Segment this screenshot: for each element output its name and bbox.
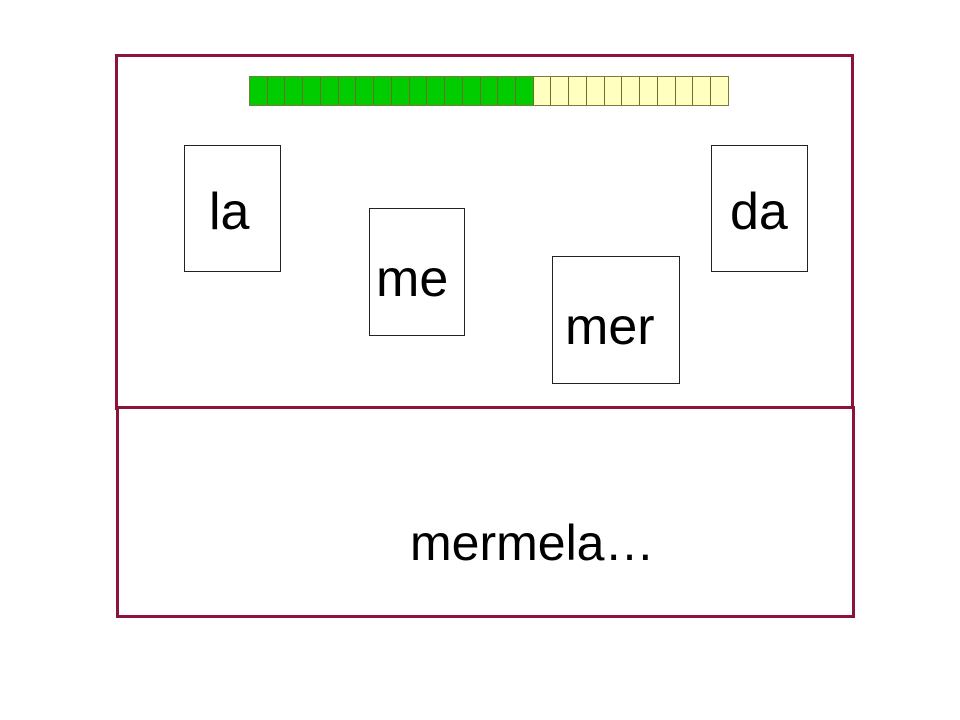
syllable-card-me[interactable]: me [369, 208, 465, 336]
progress-segment-filled [250, 77, 268, 105]
progress-segment-empty [711, 77, 728, 105]
progress-segment-empty [551, 77, 570, 105]
syllable-label: mer [565, 298, 655, 356]
progress-segment-filled [374, 77, 392, 105]
progress-segment-filled [267, 77, 286, 105]
progress-segment-empty [622, 77, 641, 105]
syllable-card-da[interactable]: da [711, 145, 808, 272]
progress-segment-filled [516, 77, 534, 105]
answer-word: mermela… [410, 515, 655, 571]
progress-segment-empty [657, 77, 676, 105]
syllable-label: me [376, 250, 449, 308]
progress-segment-filled [427, 77, 446, 105]
syllable-card-mer[interactable]: mer [552, 256, 680, 384]
progress-segment-empty [693, 77, 712, 105]
progress-segment-filled [356, 77, 375, 105]
progress-bar [249, 76, 729, 106]
progress-segment-empty [675, 77, 694, 105]
syllable-label: da [730, 183, 788, 241]
progress-segment-filled [320, 77, 339, 105]
progress-segment-empty [586, 77, 605, 105]
progress-segment-empty [569, 77, 587, 105]
answer-panel [116, 406, 855, 618]
progress-segment-empty [533, 77, 552, 105]
progress-segment-filled [303, 77, 321, 105]
progress-segment-empty [640, 77, 658, 105]
progress-segment-filled [391, 77, 410, 105]
progress-segment-filled [480, 77, 499, 105]
progress-segment-filled [338, 77, 357, 105]
progress-segment-filled [498, 77, 517, 105]
syllable-label: la [209, 183, 250, 241]
progress-segment-empty [604, 77, 623, 105]
progress-segment-filled [409, 77, 428, 105]
syllable-card-la[interactable]: la [184, 145, 281, 272]
progress-segment-filled [462, 77, 481, 105]
progress-segment-filled [285, 77, 304, 105]
progress-segment-filled [445, 77, 463, 105]
